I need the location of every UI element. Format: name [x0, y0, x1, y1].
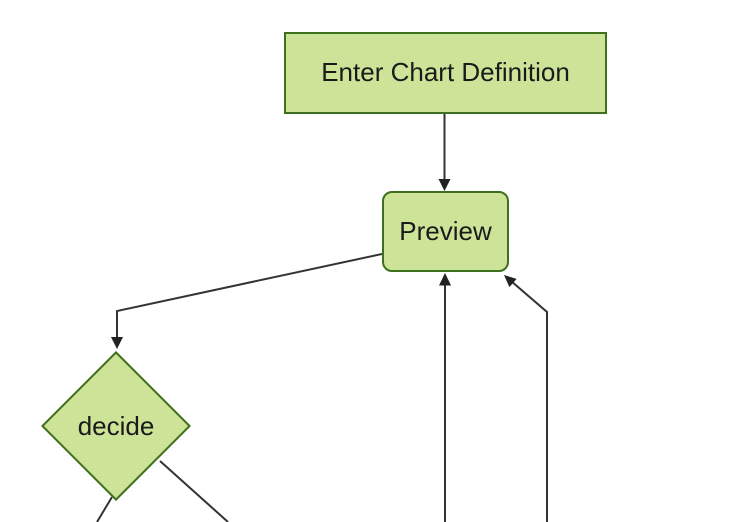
node-label: Preview: [399, 215, 492, 246]
edge-line: [116, 253, 383, 338]
edge-enter-chart-definition-to-preview: [438, 114, 451, 191]
edge-line: [96, 496, 113, 522]
node-label: decide: [77, 410, 155, 441]
node-preview: Preview: [382, 191, 509, 272]
edge-preview-to-decide: [111, 253, 383, 349]
node-decide: decide: [46, 406, 186, 446]
arrowhead-down-icon: [111, 337, 123, 349]
edge-offscreen-bottom-to-preview: [439, 273, 451, 522]
node-enter-chart-definition: Enter Chart Definition: [284, 32, 607, 114]
arrowhead-down-icon: [438, 179, 451, 191]
node-label: Enter Chart Definition: [321, 57, 570, 88]
edge-decide-to-offscreen-bottom-right: [159, 460, 229, 522]
arrowhead-up-icon: [439, 273, 451, 286]
arrowhead-upleft-icon: [504, 275, 517, 288]
edge-line: [159, 460, 229, 522]
edge-line: [510, 280, 548, 522]
edge-decide-to-offscreen-bottom-left: [96, 496, 113, 522]
edge-offscreen-bottom-right-to-preview: [504, 275, 548, 522]
